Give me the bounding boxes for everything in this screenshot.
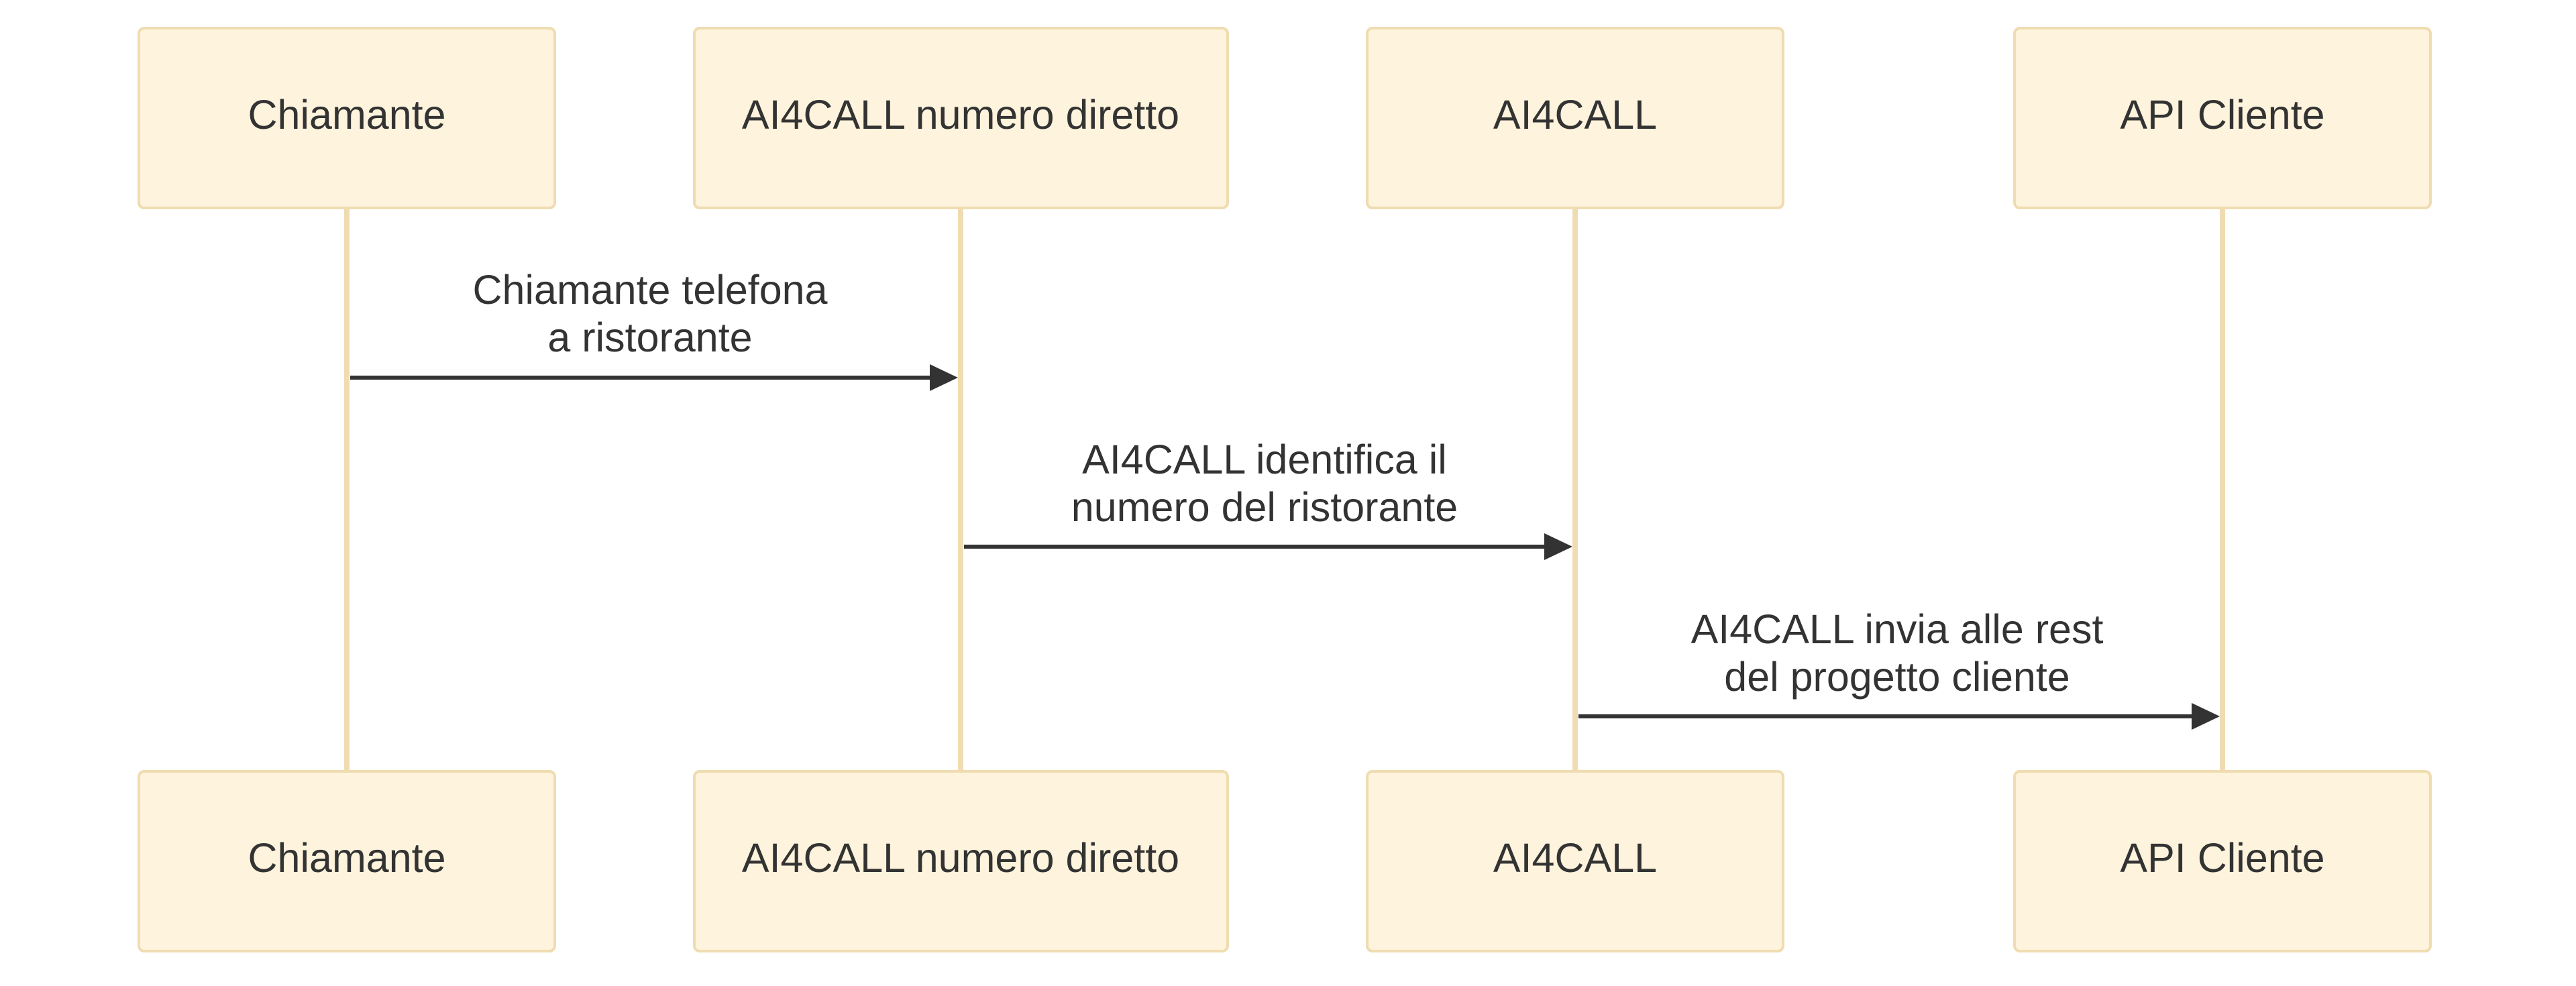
participant-label: AI4CALL	[1493, 92, 1657, 138]
message-label-line-1: AI4CALL invia alle rest	[1691, 606, 2104, 652]
participant-label: AI4CALL	[1493, 835, 1657, 881]
arrowhead-icon	[2192, 703, 2220, 730]
message-1[interactable]: Chiamante telefona a ristorante	[350, 267, 958, 391]
participant-bottom-chiamante[interactable]: Chiamante	[138, 770, 556, 952]
participant-bottom-ai4call[interactable]: AI4CALL	[1366, 770, 1784, 952]
participant-label: Chiamante	[248, 835, 446, 881]
participant-bottom-numero-diretto[interactable]: AI4CALL numero diretto	[693, 770, 1229, 952]
arrowhead-icon	[930, 364, 958, 391]
message-label-line-2: del progetto cliente	[1724, 654, 2070, 700]
participant-top-ai4call[interactable]: AI4CALL	[1366, 27, 1784, 209]
message-label-line-1: AI4CALL identifica il	[1082, 437, 1447, 482]
participant-bottom-api-cliente[interactable]: API Cliente	[2013, 770, 2432, 952]
participants-top: Chiamante AI4CALL numero diretto AI4CALL…	[138, 27, 2432, 209]
messages: Chiamante telefona a ristorante AI4CALL …	[350, 267, 2220, 730]
participant-label: AI4CALL numero diretto	[742, 92, 1179, 138]
participant-top-chiamante[interactable]: Chiamante	[138, 27, 556, 209]
participant-label: API Cliente	[2120, 92, 2324, 138]
message-label-line-1: Chiamante telefona	[472, 267, 827, 313]
message-label-line-2: a ristorante	[547, 315, 752, 360]
participant-label: API Cliente	[2120, 835, 2324, 881]
participant-top-numero-diretto[interactable]: AI4CALL numero diretto	[693, 27, 1229, 209]
participant-top-api-cliente[interactable]: API Cliente	[2013, 27, 2432, 209]
participant-label: Chiamante	[248, 92, 446, 138]
participant-label: AI4CALL numero diretto	[742, 835, 1179, 881]
message-3[interactable]: AI4CALL invia alle rest del progetto cli…	[1578, 606, 2220, 730]
lifelines	[344, 208, 2225, 771]
participants-bottom: Chiamante AI4CALL numero diretto AI4CALL…	[138, 770, 2432, 952]
arrowhead-icon	[1544, 533, 1572, 560]
message-2[interactable]: AI4CALL identifica il numero del ristora…	[964, 437, 1572, 560]
message-label-line-2: numero del ristorante	[1071, 484, 1458, 530]
